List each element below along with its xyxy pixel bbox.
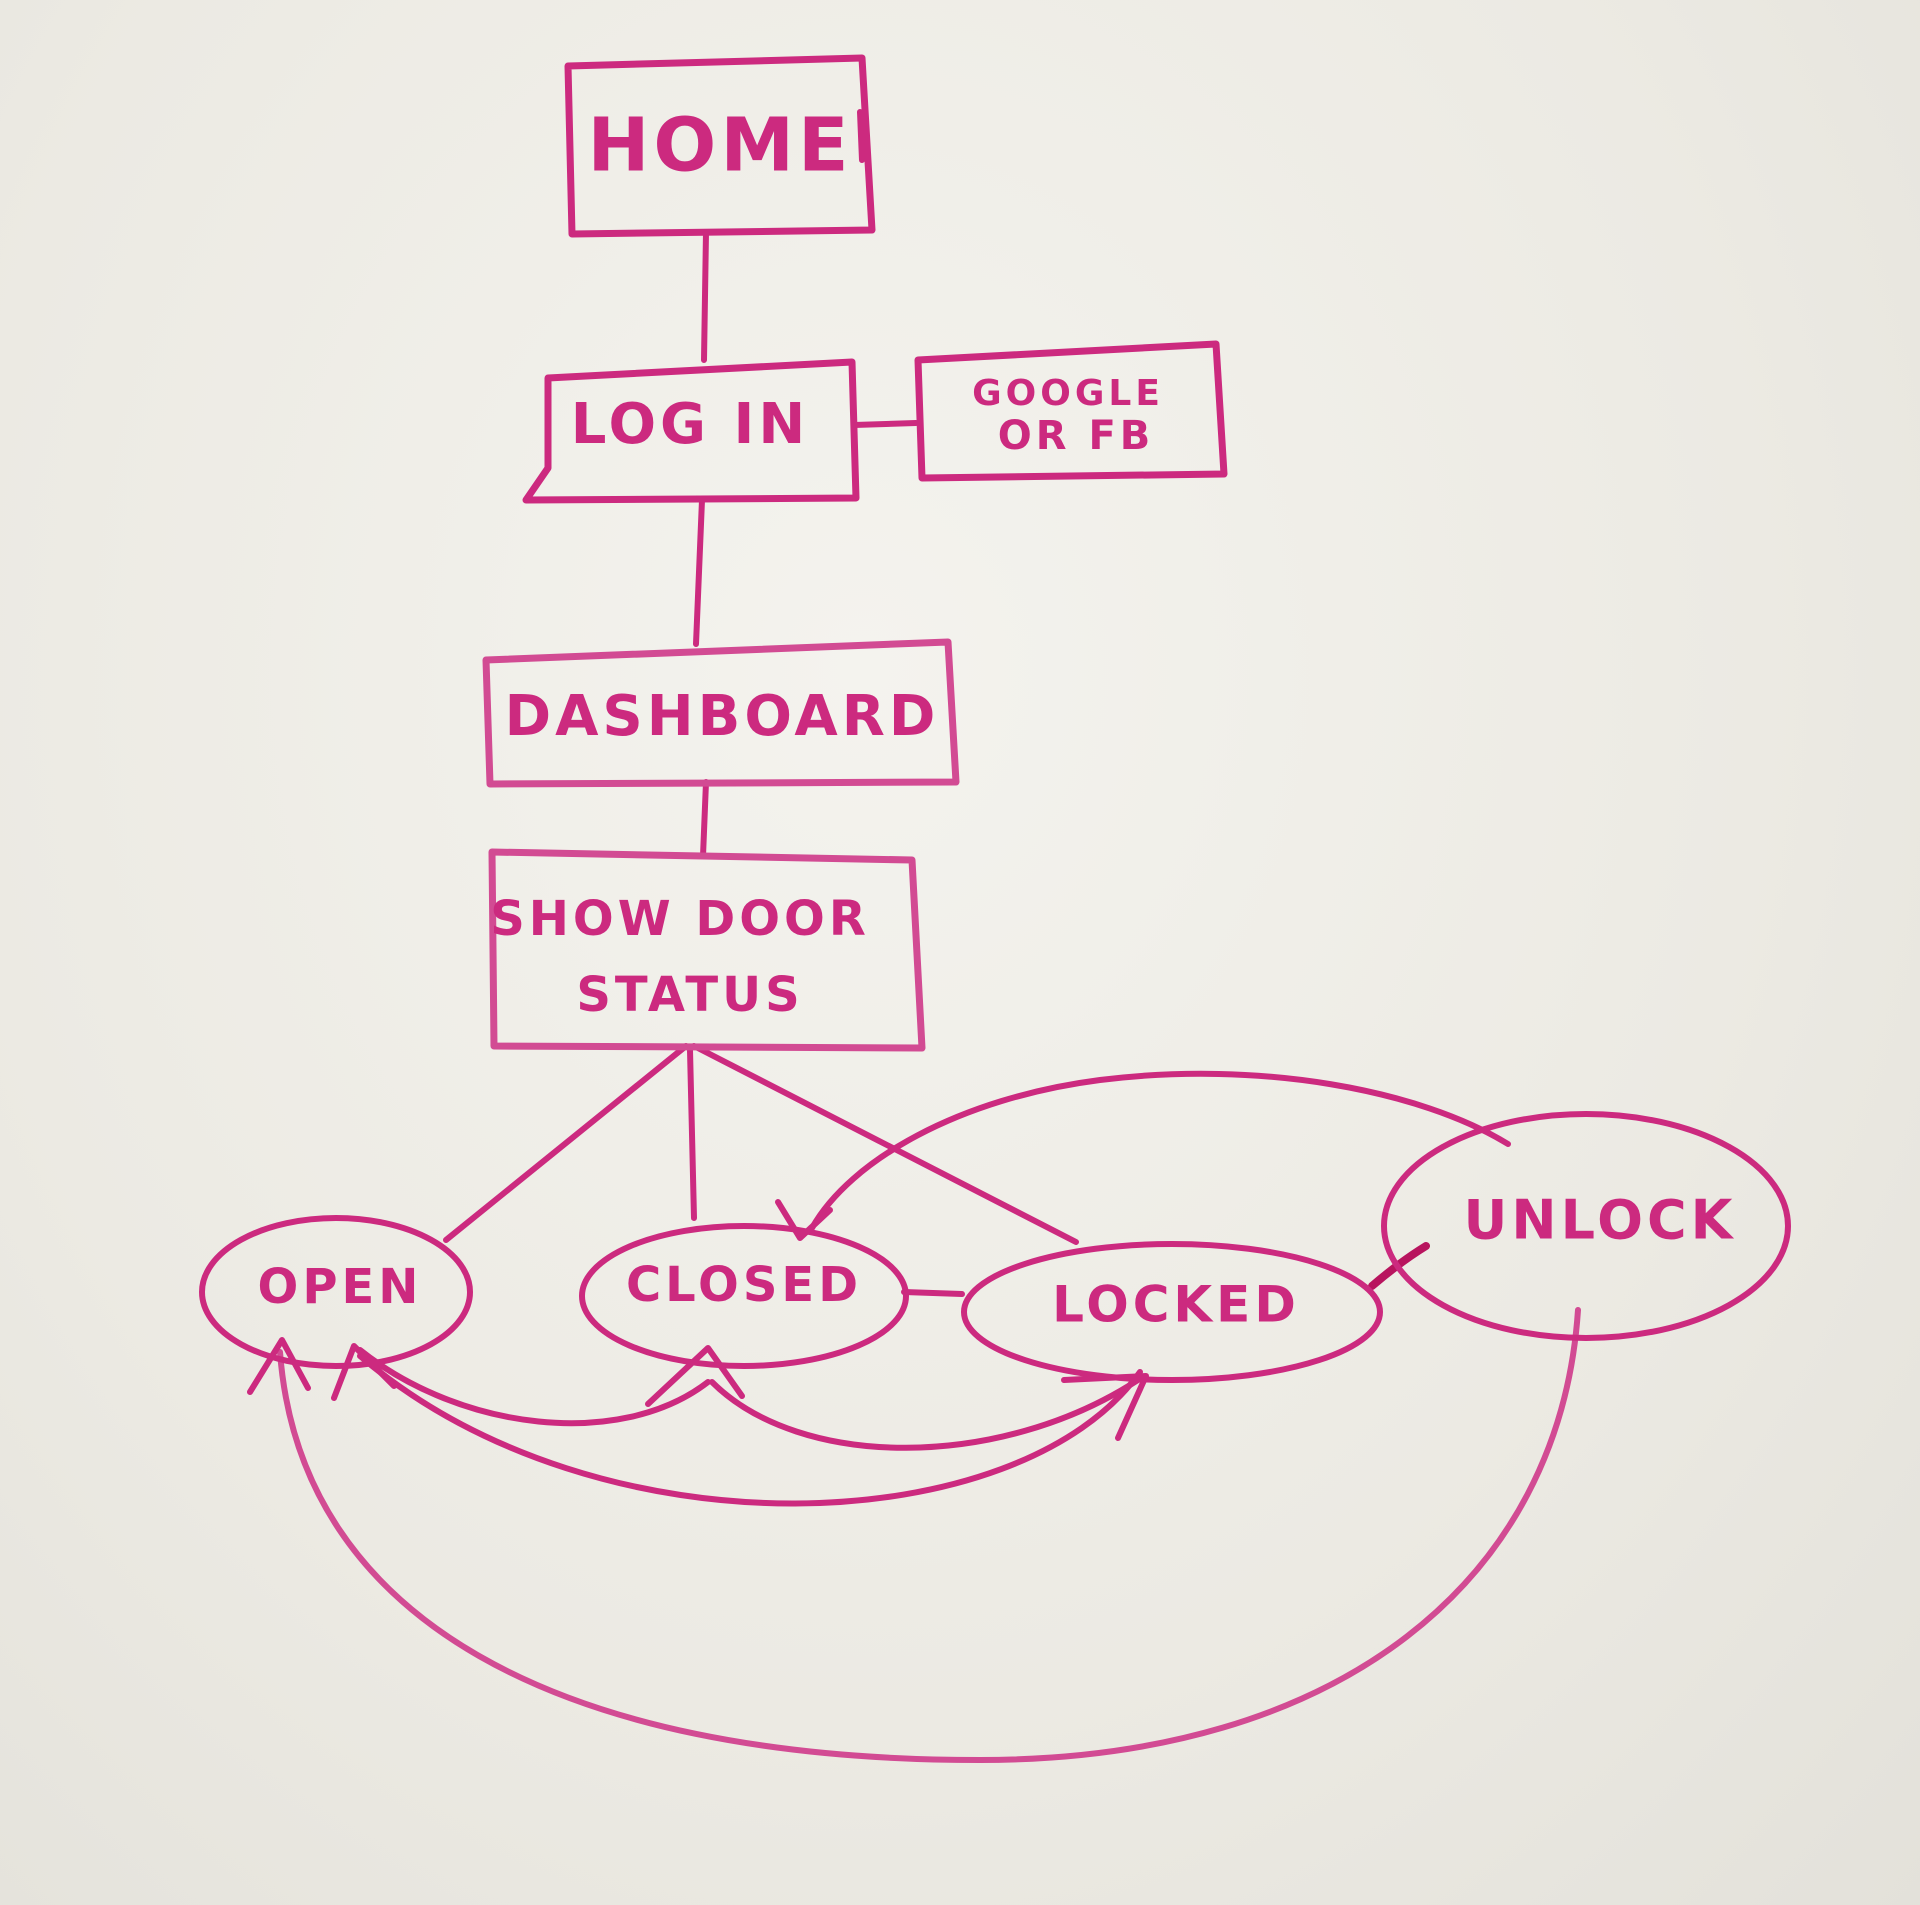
label-unlock: UNLOCK <box>1464 1189 1737 1252</box>
box-dashboard <box>482 638 960 788</box>
node-show-door-status: SHOW DOOR STATUS <box>488 848 926 1052</box>
arrowhead-open-a <box>247 1337 311 1395</box>
box-google-fb <box>914 340 1228 482</box>
label-home: HOME <box>587 103 852 189</box>
node-login: LOG IN <box>522 358 860 504</box>
label-login: LOG IN <box>571 392 809 457</box>
ellipse-open <box>199 1215 473 1369</box>
edge-closed-locked <box>901 1289 965 1297</box>
ellipse-unlock <box>1381 1111 1791 1341</box>
box-login <box>522 358 860 504</box>
label-dashboard: DASHBOARD <box>505 684 940 749</box>
arrowhead-locked-bottom <box>1061 1373 1149 1441</box>
edge-home-login <box>701 229 709 363</box>
ellipse-closed <box>579 1223 909 1369</box>
node-locked: LOCKED <box>961 1241 1383 1383</box>
box-home <box>564 54 876 238</box>
edge-locked-open <box>357 1353 1143 1507</box>
label-or-fb: OR FB <box>998 413 1155 459</box>
node-google-fb: GOOGLE OR FB <box>914 340 1228 482</box>
label-closed: CLOSED <box>626 1257 862 1313</box>
label-status: STATUS <box>576 967 803 1023</box>
edge-unlock-open <box>277 1307 1581 1763</box>
node-dashboard: DASHBOARD <box>482 638 960 788</box>
label-open: OPEN <box>258 1259 423 1315</box>
node-unlock: UNLOCK <box>1381 1111 1791 1341</box>
edge-status-locked <box>691 1043 1079 1245</box>
edge-closed-locked-lower <box>709 1377 1141 1451</box>
box-home-tick <box>857 109 865 163</box>
node-open: OPEN <box>199 1215 473 1369</box>
edge-login-dashboard <box>693 497 705 647</box>
label-google: GOOGLE <box>972 373 1164 414</box>
edge-status-closed <box>687 1047 697 1221</box>
label-locked: LOCKED <box>1052 1276 1300 1334</box>
node-closed: CLOSED <box>579 1223 909 1369</box>
edge-dashboard-status <box>700 779 709 859</box>
connectors <box>247 229 1581 1763</box>
arrowhead-closed-top <box>775 1199 833 1241</box>
arrowhead-closed-bottom <box>645 1345 745 1407</box>
edge-unlock-closed <box>809 1070 1511 1231</box>
edge-login-google <box>851 420 919 428</box>
node-home: HOME <box>564 54 876 238</box>
box-show-door-status <box>488 848 926 1052</box>
edge-status-open <box>443 1043 689 1243</box>
arrowhead-open-b <box>331 1343 397 1401</box>
label-show-door: SHOW DOOR <box>490 891 870 947</box>
edge-closed-open <box>357 1347 711 1427</box>
ellipse-locked <box>961 1241 1383 1383</box>
